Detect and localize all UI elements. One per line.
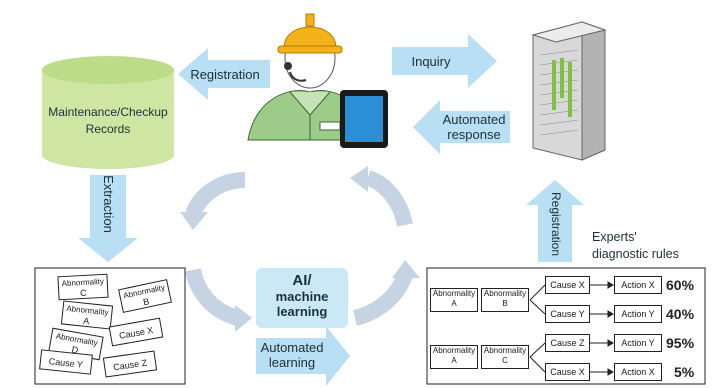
registration-left-label: Registration [190,67,260,82]
worker-figure [247,13,388,148]
extraction-label: Extraction [101,175,116,233]
ai-ml-box: AI/ machine learning [256,268,348,328]
rule1-cause-y: Cause Y [545,305,590,323]
rule1-abnormality-a: Abnormality A [430,288,478,312]
rule1-action-y: Action Y [614,305,662,323]
registration-right-label: Registration [549,191,563,257]
automated-learning-arrow [256,326,350,386]
ai-ml-line3: learning [276,304,328,319]
rule1-action-x: Action X [614,276,662,294]
maintenance-records-cylinder [42,56,174,169]
extraction-arrow [78,175,138,262]
rule2-pct-5: 5% [674,364,695,380]
registration-arrow-left [178,48,270,100]
automated-response-arrow [413,100,510,154]
rule2-abnormality-c: Abnormality C [481,345,529,369]
rule2-action-y: Action Y [614,334,662,352]
rule1-cause-x: Cause X [545,276,590,294]
rule1-abnormality-b: Abnormality B [481,288,529,312]
experts-rules-label: Experts' diagnostic rules [592,230,679,261]
cycle-arrow-topright [365,170,413,227]
cycle-arrow-topleft [185,172,246,218]
ai-ml-title: AI/ [292,272,312,289]
rule2-abnormality-a: Abnormality A [430,345,478,369]
automated-response-label: Automated response [442,112,506,142]
ai-ml-line2: machine [275,289,329,304]
inquiry-arrow [392,34,497,88]
rule2-cause-x: Cause X [545,363,590,381]
cycle-arrow-bottomleft [185,268,241,326]
rule1-pct-40: 40% [666,306,695,322]
rule2-pct-95: 95% [666,335,695,351]
registration-arrow-right [526,180,584,262]
maintenance-records-label: Maintenance/Checkup Records [48,105,168,136]
cycle-arrow-bottomright [352,271,413,326]
inquiry-label: Inquiry [411,54,451,69]
rule1-pct-60: 60% [666,277,695,293]
automated-learning-label: Automated learning [260,340,324,370]
rule2-action-x: Action X [614,363,662,381]
rule2-cause-z: Cause Z [545,334,590,352]
server-rack [531,21,607,161]
